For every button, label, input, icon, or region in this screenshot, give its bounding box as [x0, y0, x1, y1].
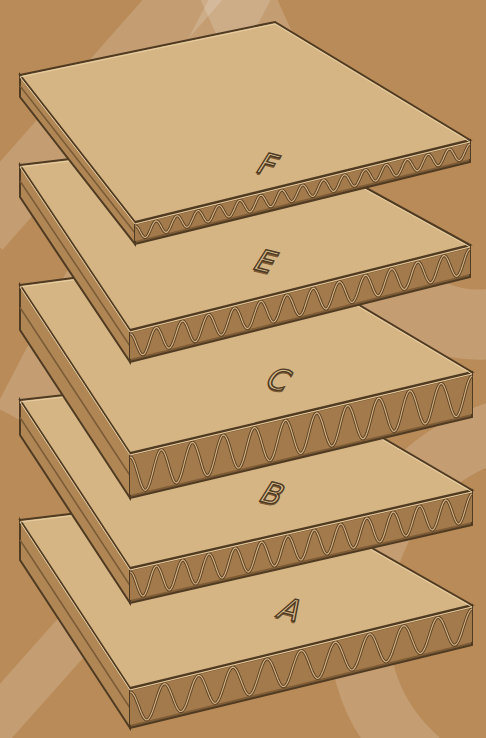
cardboard-sheet	[20, 22, 470, 244]
sheet-stack	[20, 22, 472, 728]
sheet-top	[20, 22, 470, 222]
sheet-top-highlight	[20, 24, 470, 224]
